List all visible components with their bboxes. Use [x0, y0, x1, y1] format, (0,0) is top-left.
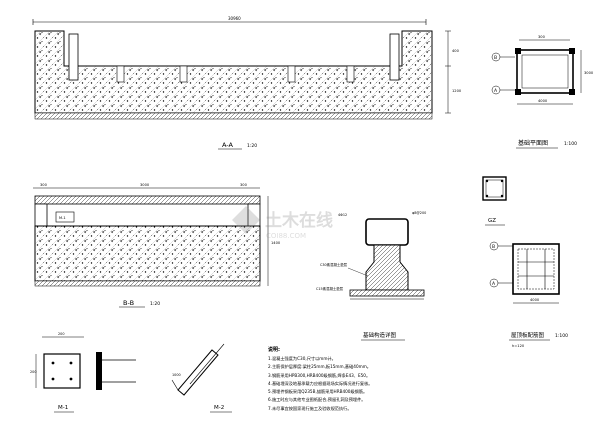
- notes-title: 说明:: [268, 347, 280, 353]
- plan-dim-w: 4000: [538, 99, 548, 103]
- detail-note: φ8@200: [412, 211, 426, 215]
- section-aa: 30960 400 1200 A-A 1:20: [32, 16, 462, 150]
- aa-dim-top: 30960: [228, 16, 241, 21]
- note-item: 1.混凝土强度为C30,尺寸以mm计。: [268, 356, 336, 361]
- gz-detail: GZ: [482, 176, 507, 226]
- plan-dim-top: 300: [538, 35, 546, 39]
- m1-title: M-1: [58, 405, 68, 411]
- m2-detail: 1000 M-2: [171, 343, 232, 413]
- general-notes: 说明: 1.混凝土强度为C30,尺寸以mm计。 2.主筋保护层厚度:梁柱25mm…: [268, 346, 568, 413]
- roof-dim-w: 4000: [530, 298, 540, 302]
- watermark-sub: COI88.COM: [266, 232, 306, 240]
- plan-axis-b: B: [494, 55, 497, 61]
- bb-dim-left: 300: [40, 183, 48, 187]
- m1-dim-w: 200: [58, 332, 64, 336]
- note-item: 3.钢筋采用HPB300,HRB400级钢筋,焊条E43、E50。: [268, 372, 371, 378]
- m2-title: M-2: [214, 405, 224, 411]
- roof-scale: 1:100: [555, 333, 568, 339]
- gz-title: GZ: [488, 218, 496, 224]
- note-item: 4.基础埋深及地基承载力应根据现场实际情况进行复核。: [268, 380, 373, 386]
- watermark-main: 土木在线: [265, 210, 333, 231]
- aa-columns: [68, 33, 400, 83]
- aa-dim-right-b: 1200: [452, 89, 462, 93]
- m1-detail: 200 200 M-1: [30, 332, 136, 413]
- plan-title: 基础平面图: [518, 139, 548, 147]
- bb-dim-right: 300: [240, 183, 248, 187]
- roof-axis-a: A: [492, 281, 496, 287]
- bb-dim-height: 1400: [271, 241, 281, 245]
- aa-dim-right-a: 400: [452, 49, 460, 53]
- detail-title: 基础构造详图: [363, 331, 397, 339]
- roof-slab-plan: B A 4000 屋顶板配筋图 1:100 h=120: [489, 241, 568, 348]
- aa-title: A-A: [222, 141, 234, 149]
- detail-c30-label: C30素混凝土垫层: [320, 262, 348, 267]
- note-item: 5.预埋件钢板采用Q235B,锚筋采用HRB400级钢筋。: [268, 389, 368, 395]
- detail-c15-label: C15素混凝土垫层: [316, 286, 344, 291]
- m2-dim: 1000: [172, 373, 181, 377]
- bb-title: B-B: [123, 299, 134, 307]
- foundation-plan: 300 B A 3000 4000 基础平面图 1:100: [491, 35, 594, 149]
- note-item: 6.施工时应与其他专业图纸配合,预留孔洞及预埋件。: [268, 397, 366, 403]
- roof-axis-b: B: [492, 244, 495, 250]
- bb-m1-tag: M-1: [59, 216, 66, 220]
- note-item: 7.未尽事宜按国家现行施工及验收规范执行。: [268, 405, 352, 411]
- roof-note: h=120: [512, 344, 525, 348]
- foundation-detail: C30素混凝土垫层 C15素混凝土垫层 4Φ12 φ8@200 基础构造详图: [316, 211, 426, 341]
- plan-dim-h: 3000: [584, 71, 594, 75]
- roof-title: 屋顶板配筋图: [511, 331, 545, 339]
- bb-dim-top: 3000: [140, 183, 150, 187]
- watermark: 土木在线 COI88.COM: [232, 206, 333, 240]
- detail-rebar: 4Φ12: [338, 213, 347, 217]
- bb-scale: 1:20: [150, 301, 160, 307]
- plan-scale: 1:100: [564, 141, 577, 147]
- plan-axis-a: A: [494, 88, 498, 94]
- note-item: 2.主筋保护层厚度:梁柱25mm,板15mm,基础40mm。: [268, 364, 371, 370]
- m1-dim-h: 200: [30, 370, 36, 374]
- aa-scale: 1:20: [247, 143, 257, 149]
- section-bb: 300 3000 300 M-1 1400 B-B 1:20: [33, 183, 281, 308]
